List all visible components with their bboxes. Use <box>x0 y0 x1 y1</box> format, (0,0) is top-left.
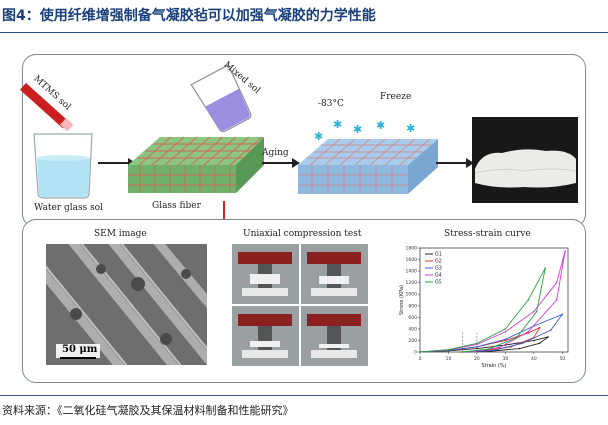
y-tick-label: 0 <box>414 350 417 356</box>
figure-title: 图4：使用纤维增强制备气凝胶毡可以加强气凝胶的力学性能 <box>2 5 376 25</box>
data-point <box>556 299 558 301</box>
water-glass-sol-label: Water glass sol <box>34 203 103 213</box>
data-point <box>476 348 478 350</box>
compression-photo <box>301 244 368 304</box>
data-point <box>488 348 490 350</box>
legend-label: G3 <box>435 266 442 272</box>
aerogel-felt-photo <box>472 117 578 203</box>
legend-label: G4 <box>435 273 442 279</box>
data-point <box>550 329 552 331</box>
y-tick-label: 600 <box>408 315 417 321</box>
data-point <box>448 349 450 351</box>
data-point <box>505 338 507 340</box>
legend-label: G1 <box>435 252 442 258</box>
data-point <box>419 351 421 353</box>
x-tick-label: 30 <box>503 356 509 362</box>
data-point <box>564 250 566 252</box>
scale-bar-label: 50 μm <box>62 344 97 355</box>
y-axis-label: Stress (KPa) <box>399 285 405 315</box>
data-point <box>459 351 461 353</box>
y-tick-label: 1200 <box>406 280 418 286</box>
compression-photo <box>301 306 368 366</box>
stress-strain-label: Stress-strain curve <box>444 229 531 239</box>
data-point <box>539 327 541 329</box>
x-axis-label: Strain (%) <box>481 363 506 369</box>
data-point <box>533 340 535 342</box>
x-tick-label: 50 <box>559 356 565 362</box>
chart-background <box>396 242 576 372</box>
stress-strain-chart: 0 10 20 30 40 50 0 200 400 600 800 1000 1200 1400 1600… <box>396 242 576 372</box>
source-rule <box>0 395 608 396</box>
data-point <box>499 347 501 349</box>
x-tick-label: 40 <box>531 356 537 362</box>
aging-label: Aging <box>262 148 289 158</box>
glass-fiber-label: Glass fiber <box>152 201 201 211</box>
compression-photo <box>232 244 299 304</box>
y-tick-label: 1000 <box>406 292 418 298</box>
data-point <box>562 314 564 316</box>
freeze-label: Freeze <box>380 92 411 102</box>
data-point <box>527 331 529 333</box>
data-point <box>527 299 529 301</box>
data-point <box>493 349 495 351</box>
legend-label: G2 <box>435 259 442 265</box>
data-point <box>522 343 524 345</box>
compression-photo <box>232 306 299 366</box>
title-rule <box>0 32 608 33</box>
y-tick-label: 200 <box>408 338 417 344</box>
data-point <box>505 331 507 333</box>
x-tick-label: 10 <box>446 356 452 362</box>
temperature-label: -83°C <box>318 99 344 109</box>
x-tick-label: 20 <box>474 356 480 362</box>
figure-source: 资料来源：《二氧化硅气凝胶及其保温材料制备和性能研究》 <box>2 402 294 418</box>
data-point <box>476 346 478 348</box>
compression-photo-grid <box>232 244 368 366</box>
x-tick-label: 0 <box>419 356 422 362</box>
data-point <box>505 328 507 330</box>
data-point <box>556 282 558 284</box>
sem-image-label: SEM image <box>94 229 147 239</box>
compression-test-label: Uniaxial compression test <box>243 229 361 239</box>
sem-image: 50 μm <box>46 244 207 365</box>
y-tick-label: 400 <box>408 326 417 332</box>
data-point <box>536 311 538 313</box>
data-point <box>533 311 535 313</box>
data-point <box>519 348 521 350</box>
data-point <box>544 267 546 269</box>
y-tick-label: 1600 <box>406 257 418 263</box>
legend-label: G5 <box>435 280 442 286</box>
data-point <box>547 336 549 338</box>
data-point <box>539 343 541 345</box>
data-point <box>516 337 518 339</box>
y-tick-label: 800 <box>408 303 417 309</box>
y-tick-label: 1400 <box>406 269 418 275</box>
data-point <box>462 351 464 353</box>
y-tick-label: 1800 <box>406 246 418 252</box>
data-point <box>476 343 478 345</box>
